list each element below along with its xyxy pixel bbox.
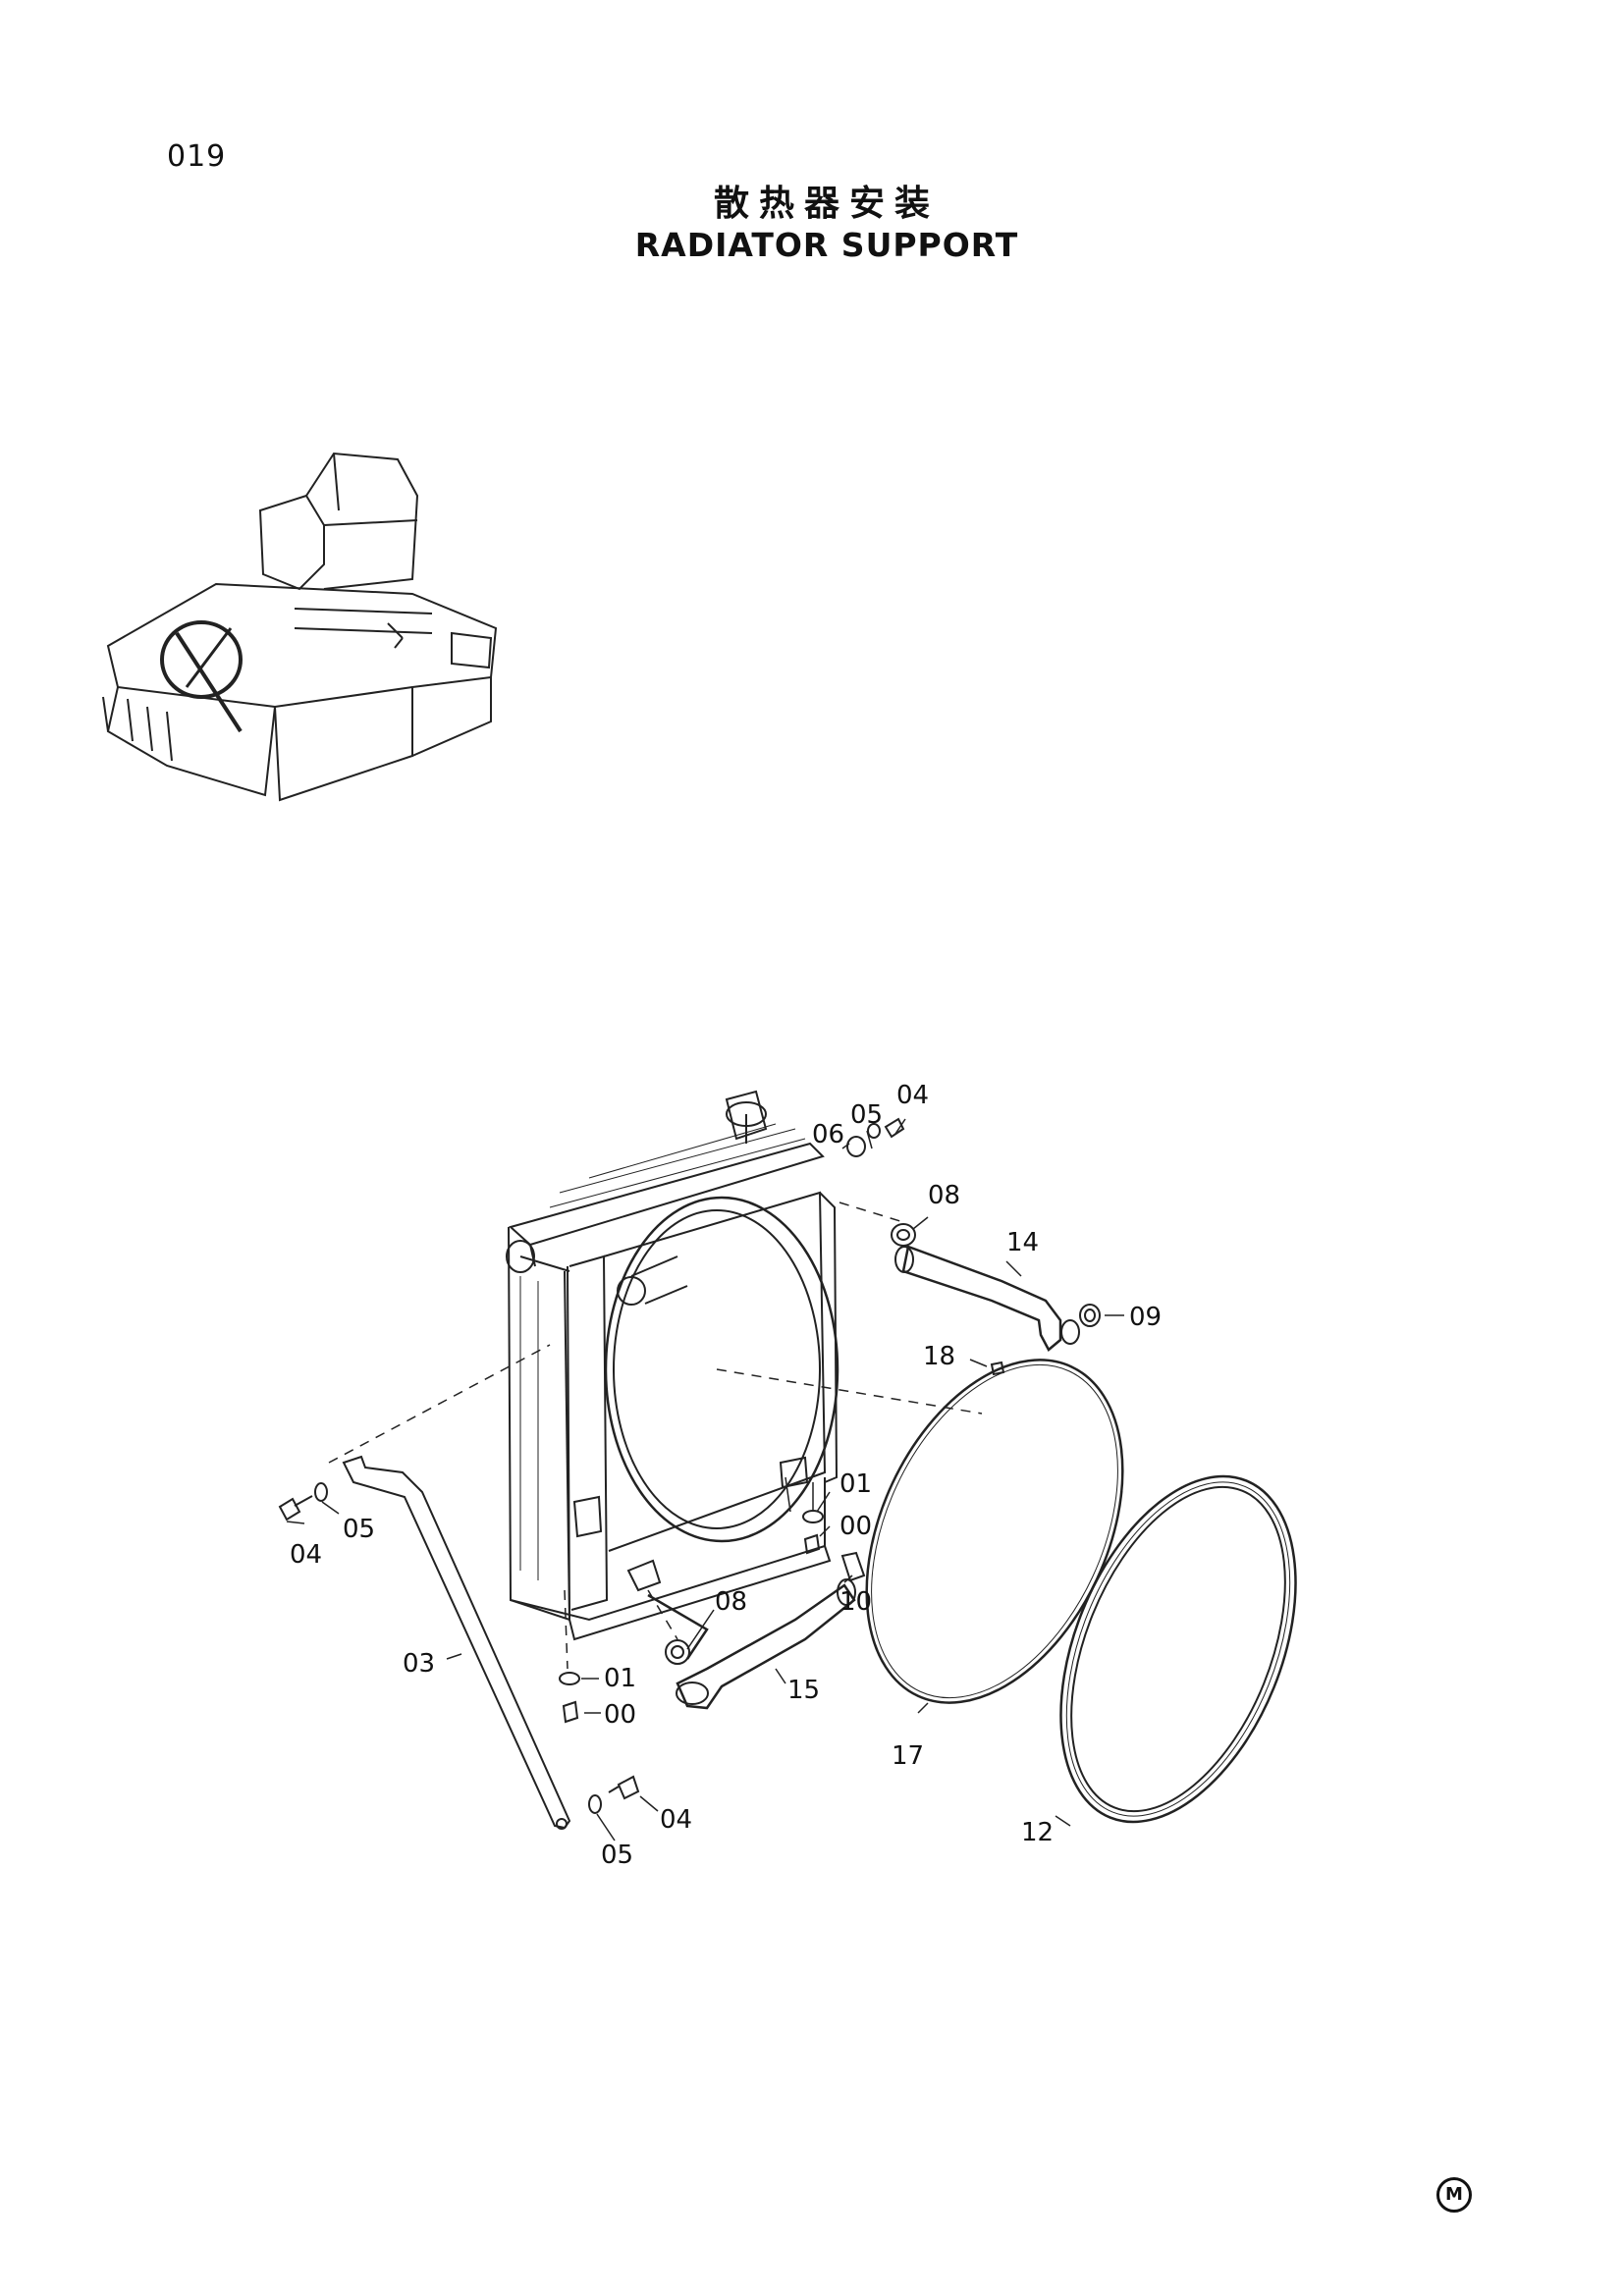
upper-hose	[894, 1245, 1080, 1352]
callout-04-left: 04	[290, 1540, 322, 1570]
callout-12: 12	[1021, 1818, 1054, 1847]
callout-08-lower: 08	[715, 1587, 747, 1617]
callout-01-right: 01	[839, 1469, 872, 1499]
callout-06: 06	[812, 1120, 844, 1149]
radiator-assembly	[506, 1090, 839, 1641]
callout-09: 09	[1129, 1303, 1162, 1332]
callout-10: 10	[839, 1587, 872, 1617]
callout-05-top: 05	[850, 1100, 883, 1130]
title-english: RADIATOR SUPPORT	[634, 226, 1019, 264]
callout-00-right: 00	[839, 1512, 872, 1541]
seal-ring	[1059, 1474, 1297, 1824]
callout-05-bottom: 05	[601, 1841, 633, 1870]
callout-04-top: 04	[896, 1081, 929, 1110]
upper-hose-clamp	[891, 1223, 916, 1247]
callout-01-lower: 01	[604, 1664, 636, 1693]
callout-00-lower: 00	[604, 1700, 636, 1730]
lower-end-clamp	[1079, 1304, 1101, 1327]
excavator-location-thumbnail	[102, 452, 498, 802]
callout-08-top: 08	[928, 1181, 960, 1210]
title-chinese: 散热器安装	[713, 184, 940, 224]
page-number: 019	[167, 139, 227, 174]
manufacturer-mark: M	[1436, 2177, 1472, 2213]
callout-04-bottom: 04	[660, 1805, 692, 1835]
callout-18: 18	[923, 1342, 955, 1371]
callout-17: 17	[892, 1741, 924, 1771]
lower-hose	[647, 1578, 856, 1710]
stay-rod	[342, 1455, 571, 1830]
callout-14: 14	[1006, 1228, 1039, 1257]
callout-03: 03	[403, 1649, 435, 1679]
callout-15: 15	[787, 1676, 820, 1705]
callout-05-left: 05	[343, 1515, 375, 1544]
